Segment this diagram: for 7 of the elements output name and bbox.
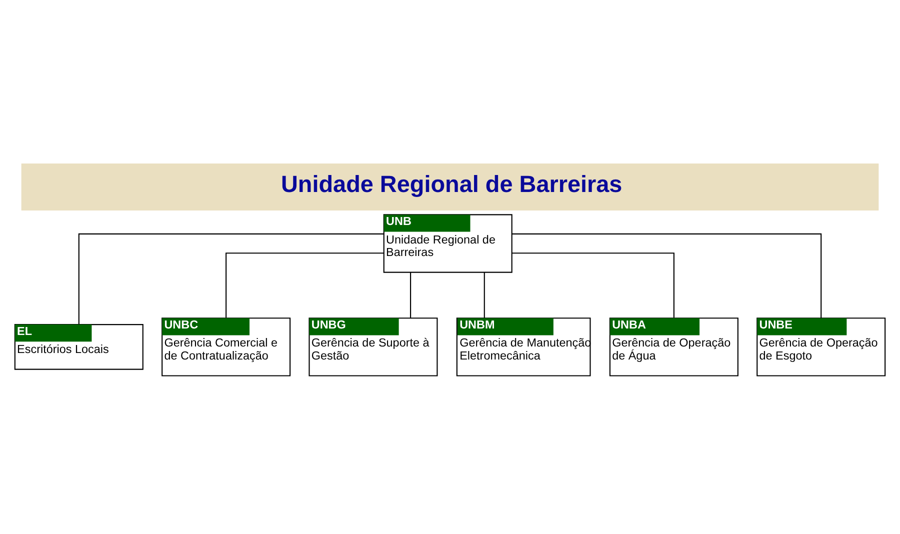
connector: [512, 252, 674, 318]
connector: [78, 232, 384, 324]
connector: [484, 272, 485, 318]
diagram-title: Unidade Regional de Barreiras: [280, 170, 622, 196]
connector: [226, 252, 384, 318]
connector: [410, 272, 412, 318]
connector: [512, 232, 822, 318]
